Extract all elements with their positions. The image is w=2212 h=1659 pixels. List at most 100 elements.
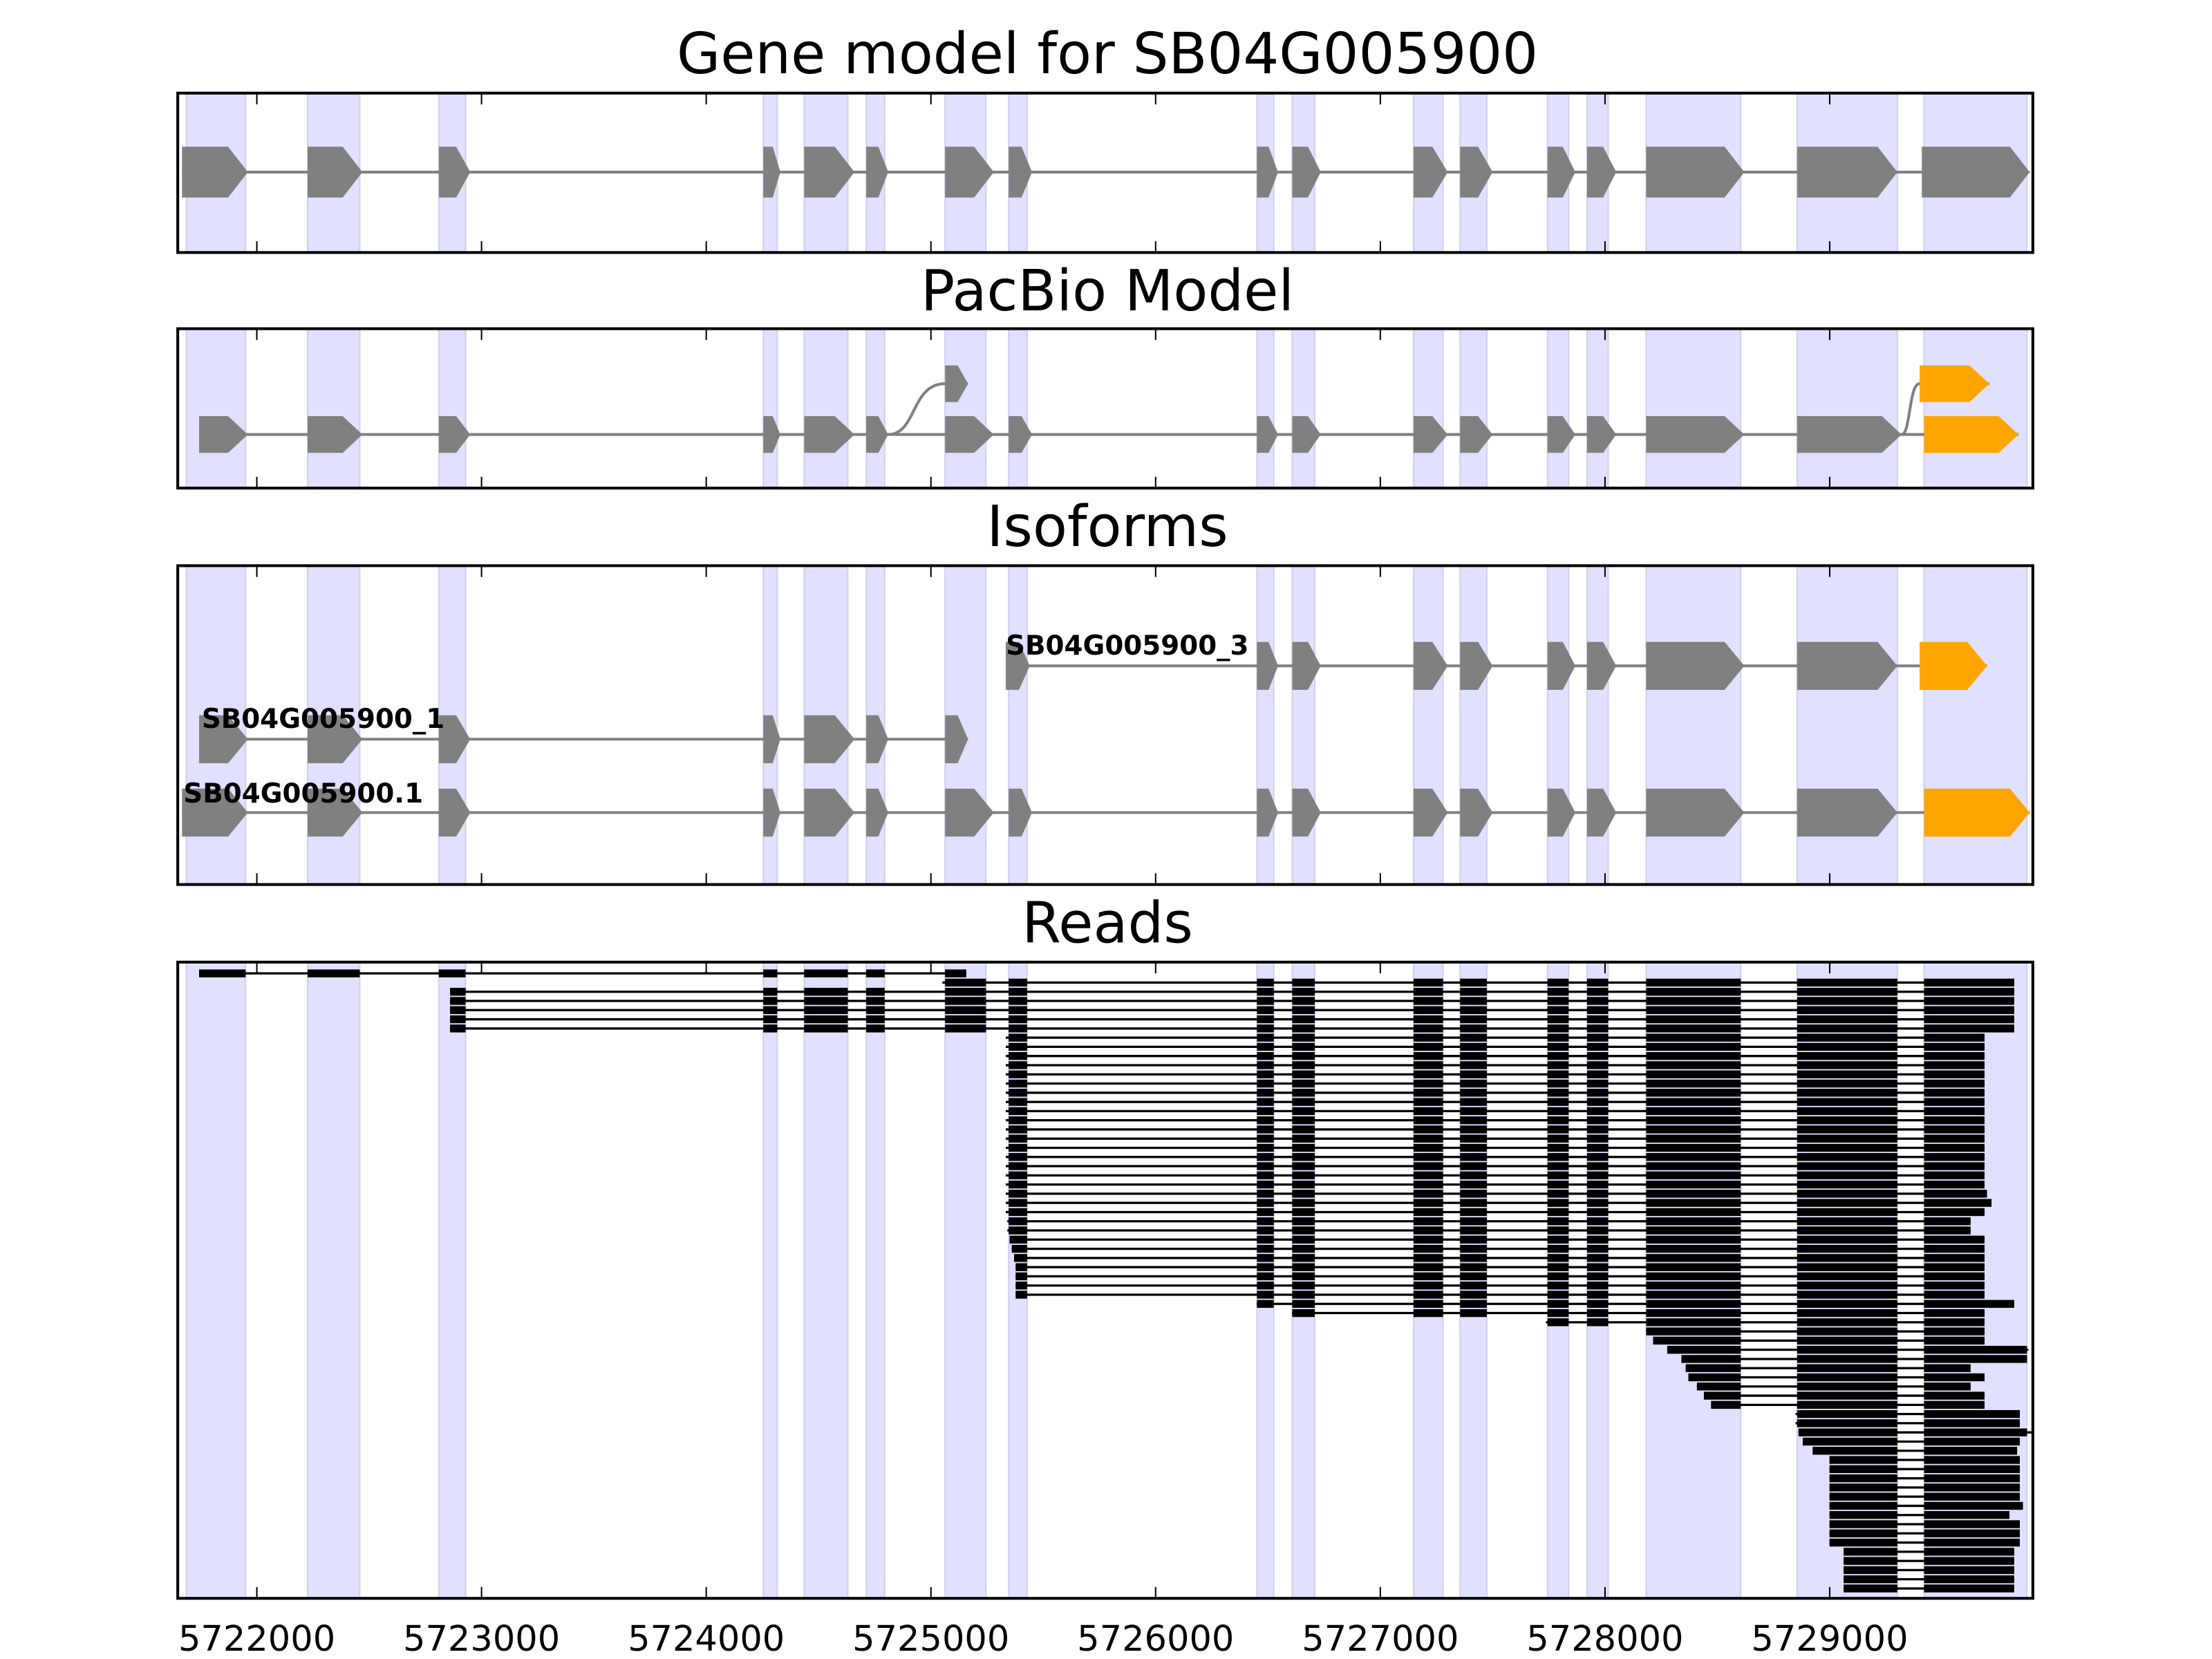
read-block (1547, 1116, 1569, 1125)
read-block (1646, 1190, 1741, 1198)
read-block (1924, 1538, 2020, 1547)
read-block (1292, 1079, 1315, 1088)
read-block (1009, 1098, 1027, 1106)
read-block (1586, 988, 1609, 996)
read-block (1797, 1244, 1897, 1253)
read-block (1413, 1309, 1443, 1318)
read-block (1924, 1281, 1985, 1290)
read-block (1924, 1409, 2020, 1418)
branch-connector (1901, 382, 1920, 436)
read-block (1292, 1162, 1315, 1170)
read-block (1646, 1162, 1741, 1170)
read-block (1413, 1244, 1443, 1253)
read (1688, 1373, 1985, 1382)
read-block (1586, 1024, 1609, 1033)
read-block (1924, 1042, 1985, 1051)
read-block (1009, 1226, 1027, 1235)
read-block (1924, 1456, 2020, 1464)
read-block (1797, 1345, 1897, 1354)
read (1011, 1244, 1985, 1253)
read-block (1646, 1143, 1741, 1152)
read (1005, 1125, 1985, 1134)
read (1015, 1291, 1985, 1299)
panel-title-pacbio: PacBio Model (921, 259, 1294, 324)
exon-region-shade (1008, 565, 1028, 885)
read-block (1924, 1015, 2014, 1024)
exon-arrow (438, 715, 471, 764)
read-block (1257, 1051, 1274, 1060)
read-block (1924, 1272, 1985, 1281)
read (1015, 1281, 1985, 1290)
read-block (1844, 1584, 1897, 1593)
exon-region-shade (1586, 328, 1609, 489)
read-block (1413, 1033, 1443, 1042)
read (1829, 1474, 2020, 1483)
read-block (1547, 997, 1569, 1005)
read-block (1009, 1089, 1027, 1097)
read (1292, 1309, 1985, 1318)
read-block (1586, 1107, 1609, 1116)
exon-arrow (763, 416, 780, 453)
read-block (1646, 1125, 1741, 1134)
read-block (1460, 1254, 1487, 1262)
read-block (1460, 1272, 1487, 1281)
read (1844, 1548, 2014, 1556)
read-block (1924, 1492, 2020, 1501)
read-block (1586, 1272, 1609, 1281)
exon-arrow (1009, 788, 1033, 837)
read-block (1413, 1125, 1443, 1134)
read-block (1413, 1235, 1443, 1244)
read-block (1460, 1033, 1487, 1042)
exon-region-shade (1796, 328, 1898, 489)
read-block (1685, 1364, 1741, 1372)
read-block (1924, 1364, 1971, 1372)
read-block (1924, 1391, 1985, 1400)
read-block (1586, 1281, 1609, 1290)
read-block (1586, 1098, 1609, 1106)
read-block (1586, 1291, 1609, 1299)
read-block (804, 1024, 848, 1033)
read-block (1460, 1006, 1487, 1014)
panel-title-isoforms: Isoforms (986, 494, 1228, 560)
read-block (1924, 978, 2014, 987)
read-block (1257, 1015, 1274, 1024)
read (1257, 1300, 2014, 1308)
read-block (1711, 1400, 1741, 1409)
read-block (1292, 1235, 1315, 1244)
exon-region-shade (1923, 565, 2028, 885)
read-block (1009, 1033, 1027, 1042)
read (1007, 1217, 1971, 1226)
exon-arrow (945, 416, 994, 453)
read-block (1547, 1226, 1569, 1235)
read-block (1460, 1089, 1487, 1097)
read-block (1646, 1244, 1741, 1253)
read-block (1646, 1024, 1741, 1033)
read-block (1797, 1116, 1897, 1125)
read-block (1924, 1162, 1985, 1170)
read-block (1547, 1171, 1569, 1180)
exon-region-shade (438, 328, 467, 489)
read-block (1009, 988, 1027, 996)
read-block (1797, 1336, 1897, 1345)
exon-region-shade (185, 328, 247, 489)
read-block (1586, 1208, 1609, 1217)
exon-region-shade (1256, 328, 1275, 489)
exon-arrow (1460, 788, 1493, 837)
read-block (1646, 978, 1741, 987)
read-block (1009, 1070, 1027, 1078)
read-block (866, 969, 885, 977)
read-block (1547, 1089, 1569, 1097)
read-block (1257, 1235, 1274, 1244)
read-block (1257, 1199, 1274, 1207)
exon-region-shade (944, 961, 987, 1600)
read (1005, 1079, 1985, 1088)
read-block (1797, 1006, 1897, 1014)
read-block (1924, 1300, 2014, 1308)
read-block (1292, 1291, 1315, 1299)
read-block (1924, 1070, 1985, 1078)
exon-arrow (1919, 641, 1987, 690)
read-block (1257, 1089, 1274, 1097)
read-block (1413, 1070, 1443, 1078)
exon-arrow (1919, 365, 1989, 402)
read-block (1646, 997, 1741, 1005)
